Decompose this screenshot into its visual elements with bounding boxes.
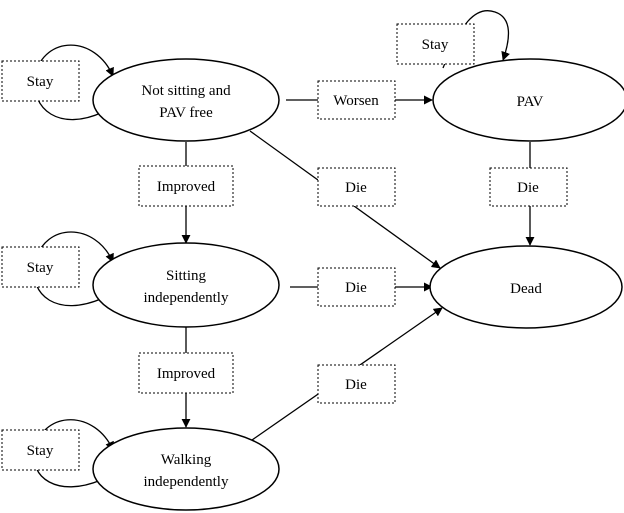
state-dead: Dead	[429, 245, 623, 329]
label-die-pav: Die	[489, 167, 568, 207]
state-walking-line1: Walking	[161, 452, 212, 468]
state-dead-label: Dead	[510, 281, 542, 297]
label-worsen: Worsen	[317, 80, 396, 120]
label-stay-sitting: Stay	[1, 246, 80, 288]
state-not-sitting-line1: Not sitting and	[141, 83, 231, 99]
label-stay-pav: Stay	[396, 23, 475, 65]
label-stay-walking-text: Stay	[27, 443, 54, 459]
state-not-sitting-line2: PAV free	[159, 105, 213, 121]
state-sitting-line1: Sitting	[166, 268, 207, 284]
label-improved-upper: Improved	[138, 165, 234, 207]
label-stay-pav-text: Stay	[422, 37, 449, 53]
label-stay-not-sitting: Stay	[1, 60, 80, 102]
state-pav-label: PAV	[517, 94, 544, 110]
label-die-sitting-text: Die	[345, 280, 367, 296]
label-stay-not-sitting-text: Stay	[27, 74, 54, 90]
label-improved-upper-text: Improved	[157, 179, 216, 195]
state-not-sitting: Not sitting and PAV free	[92, 58, 280, 142]
label-die-pav-text: Die	[517, 180, 539, 196]
state-walking-line2: independently	[144, 474, 229, 490]
state-pav: PAV	[432, 58, 624, 142]
label-die-sitting: Die	[317, 267, 396, 307]
label-improved-lower-text: Improved	[157, 366, 216, 382]
state-sitting-line2: independently	[144, 290, 229, 306]
state-walking: Walking independently	[92, 427, 280, 511]
label-die-walking: Die	[317, 364, 396, 404]
label-stay-sitting-text: Stay	[27, 260, 54, 276]
label-worsen-text: Worsen	[333, 93, 379, 109]
state-sitting: Sitting independently	[92, 242, 280, 328]
label-die-walking-text: Die	[345, 377, 367, 393]
label-stay-walking: Stay	[1, 429, 80, 471]
label-improved-lower: Improved	[138, 352, 234, 394]
label-die-not-sitting-text: Die	[345, 180, 367, 196]
label-die-not-sitting: Die	[317, 167, 396, 207]
